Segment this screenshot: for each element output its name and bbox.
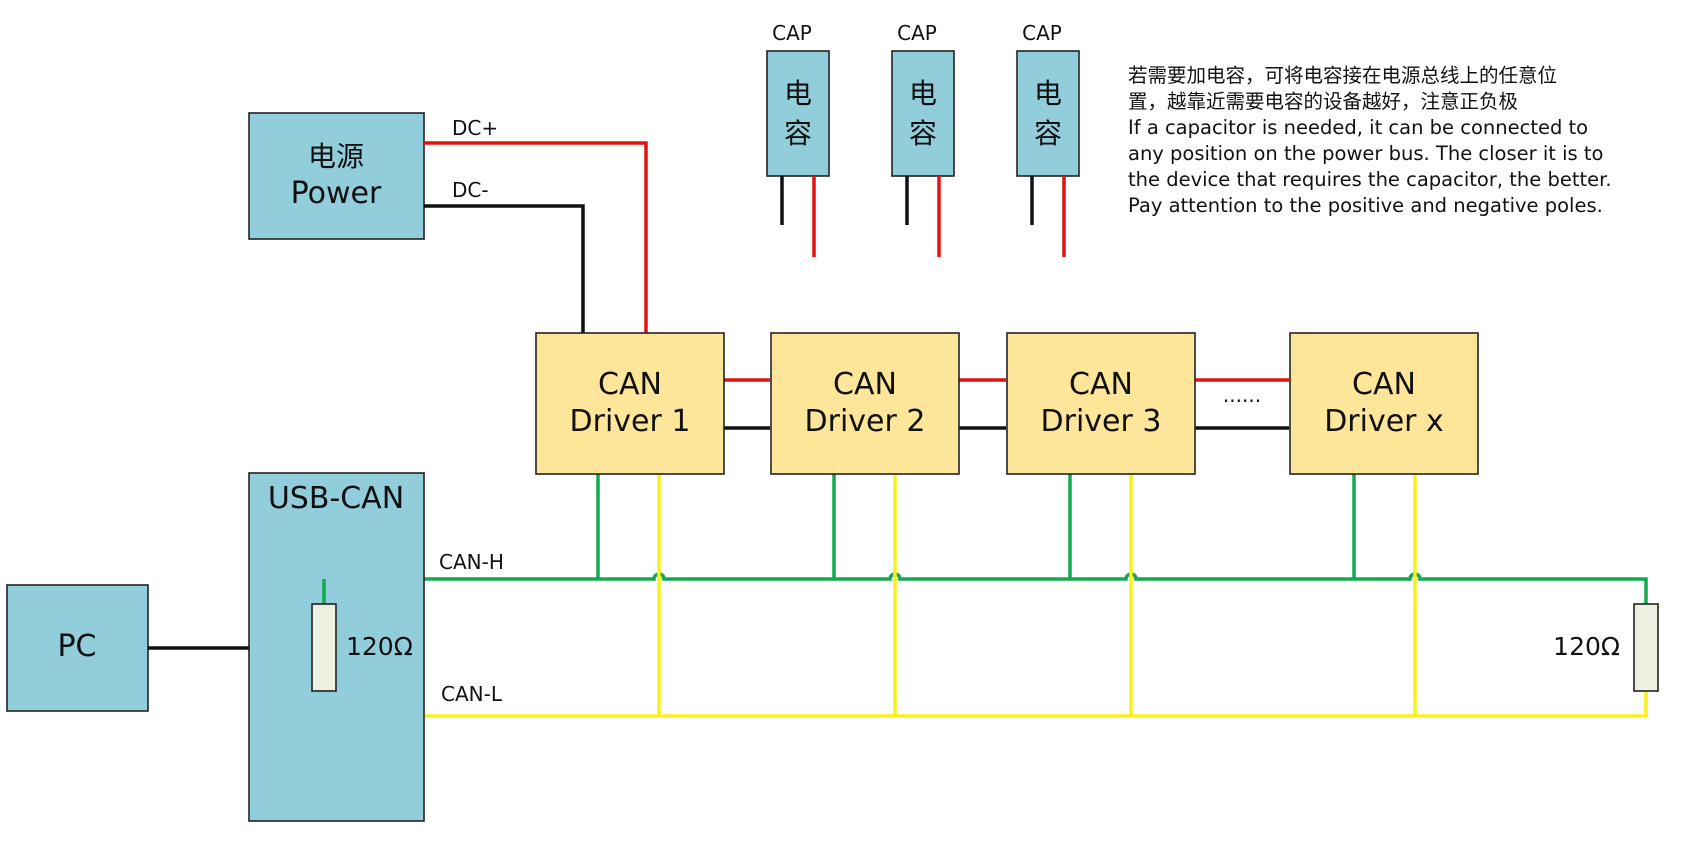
driver-label-line2: Driver 3	[1041, 404, 1162, 439]
capacitor-1: CAP 电 容	[766, 21, 830, 257]
note-cn-line-1: 若需要加电容，可将电容接在电源总线上的任意位	[1128, 64, 1558, 87]
dc-plus-wire	[424, 141, 648, 333]
capacitor-note: 若需要加电容，可将电容接在电源总线上的任意位 置，越靠近需要电容的设备越好，注意…	[1128, 63, 1678, 219]
driver-label-line2: Driver 2	[805, 404, 926, 439]
right-termination-resistor	[1633, 603, 1659, 692]
cap-label: CAP	[772, 21, 812, 45]
ellipsis-label: ......	[1223, 383, 1261, 407]
left-termination-resistor	[311, 603, 337, 692]
cap-char-1: 电	[909, 77, 937, 110]
driver-label-line1: CAN	[833, 367, 897, 402]
note-en-line-2: any position on the power bus. The close…	[1128, 142, 1604, 165]
dc-minus-label: DC-	[452, 178, 489, 202]
can-h-label: CAN-H	[439, 550, 504, 574]
note-cn-line-2: 置，越靠近需要电容的设备越好，注意正负极	[1128, 90, 1519, 113]
capacitor-2: CAP 电 容	[891, 21, 955, 257]
capacitor-3: CAP 电 容	[1016, 21, 1080, 257]
driver-label-line2: Driver 1	[570, 404, 691, 439]
can-l-bus	[322, 691, 1648, 718]
cap-char-2: 容	[909, 117, 937, 150]
note-en-line-4: Pay attention to the positive and negati…	[1128, 194, 1603, 217]
can-driver-x: CAN Driver x	[1289, 332, 1479, 475]
right-resistor-label: 120Ω	[1553, 632, 1620, 661]
power-label-cn: 电源	[308, 140, 364, 173]
pc: PC	[6, 584, 149, 712]
driver-label-line1: CAN	[1352, 367, 1416, 402]
note-en-line-3: the device that requires the capacitor, …	[1128, 168, 1612, 191]
driver-label-line1: CAN	[1069, 367, 1133, 402]
note-en-line-1: If a capacitor is needed, it can be conn…	[1128, 116, 1589, 139]
cap-char-1: 电	[784, 77, 812, 110]
can-driver-3: CAN Driver 3	[1006, 332, 1196, 475]
dc-minus-wire	[424, 204, 585, 333]
power-supply: 电源 Power	[248, 112, 425, 240]
usb-can-label: USB-CAN	[268, 481, 404, 516]
power-label-en: Power	[291, 176, 382, 211]
can-driver-2: CAN Driver 2	[770, 332, 960, 475]
pc-label: PC	[57, 629, 96, 664]
left-resistor-label: 120Ω	[346, 632, 413, 661]
cap-label: CAP	[1022, 21, 1062, 45]
can-h-bus	[324, 572, 1648, 604]
driver-label-line1: CAN	[598, 367, 662, 402]
cap-char-1: 电	[1034, 77, 1062, 110]
dc-plus-label: DC+	[452, 116, 498, 140]
driver-label-line2: Driver x	[1324, 404, 1444, 439]
can-driver-1: CAN Driver 1	[535, 332, 725, 475]
cap-char-2: 容	[1034, 117, 1062, 150]
can-l-label: CAN-L	[441, 682, 503, 706]
cap-label: CAP	[897, 21, 937, 45]
cap-char-2: 容	[784, 117, 812, 150]
